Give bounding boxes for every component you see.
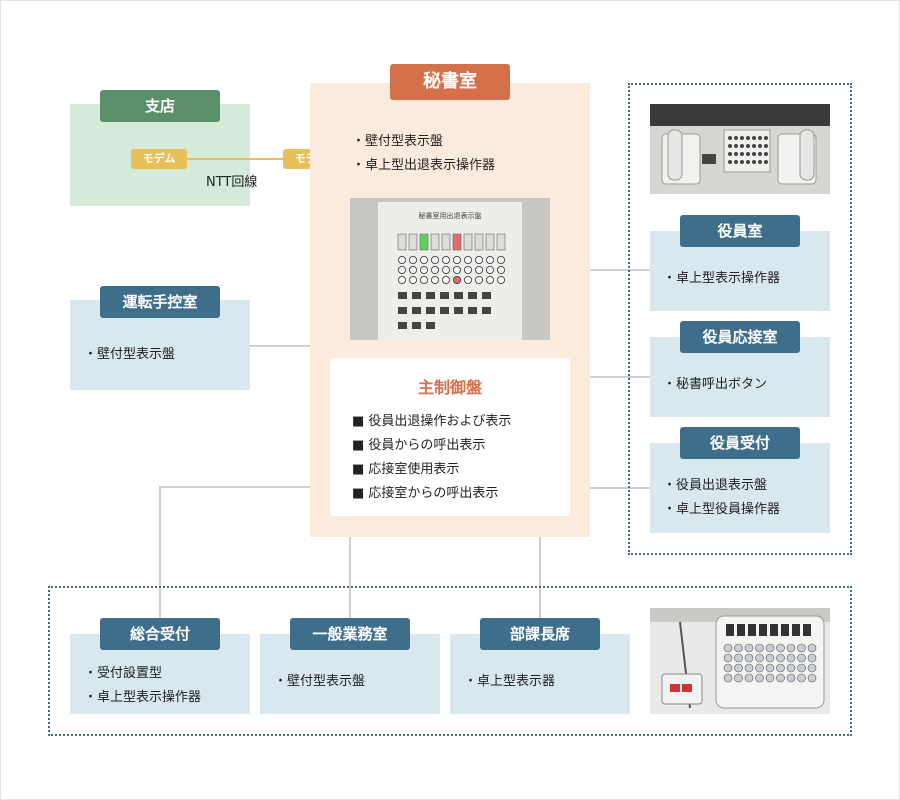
ntt-line-label: NTT回線 [206,175,258,190]
connector-general-reception [159,486,310,488]
main-control-item-4: ■ 応接室からの呼出表示 [352,486,499,501]
driver-room-item-1: ・壁付型表示盤 [84,347,176,362]
executive-room-item-1: ・卓上型表示操作器 [663,271,781,286]
executive-room-title: 役員室 [680,215,800,247]
general-reception-item-2: ・卓上型表示操作器 [84,690,202,705]
main-control-item-1: ■ 役員出退操作および表示 [352,414,512,429]
manager-seat-item-1: ・卓上型表示器 [464,674,556,689]
general-reception-title: 総合受付 [100,618,220,650]
executive-desk-item-1: ・役員出退表示盤 [663,478,768,493]
reception-room-item-1: ・秘書呼出ボタン [663,377,768,392]
main-control-title: 主制御盤 [417,378,482,397]
executive-group-border [628,83,852,555]
office-group-border [48,586,852,736]
connector-manager [539,537,541,623]
manager-seat-title: 部課長席 [480,618,600,650]
main-control-item-3: ■ 応接室使用表示 [352,462,460,477]
connector-general-office [349,537,351,623]
panel-photo-label: 秘書室用出退表示盤 [419,211,482,220]
connector-executive [590,269,650,271]
general-office-title: 一般業務室 [290,618,410,650]
branch-title: 支店 [100,90,220,122]
ntt-line [186,158,284,160]
secretary-item-2: ・卓上型出退表示操作器 [352,158,496,173]
driver-room-title: 運転手控室 [100,286,220,318]
connector-driver [250,345,310,347]
connector-executive-desk [590,487,650,489]
executive-desk-title: 役員受付 [680,427,800,459]
secretary-item-1: ・壁付型表示盤 [352,134,444,149]
general-office-item-1: ・壁付型表示盤 [274,674,366,689]
wall-display-panel-photo: 秘書室用出退表示盤 [350,198,550,340]
main-control-box [330,358,570,516]
main-control-item-2: ■ 役員からの呼出表示 [352,438,486,453]
desktop-operator-photo [650,608,830,714]
reception-room-title: 役員応接室 [680,321,800,353]
desktop-phones-photo [650,104,830,194]
general-reception-item-1: ・受付設置型 [84,666,163,681]
modem-left: モデム [131,149,187,169]
secretary-title: 秘書室 [390,64,510,100]
connector-general-reception-v [159,486,161,623]
executive-desk-item-2: ・卓上型役員操作器 [663,502,781,517]
connector-reception-room [590,376,650,378]
